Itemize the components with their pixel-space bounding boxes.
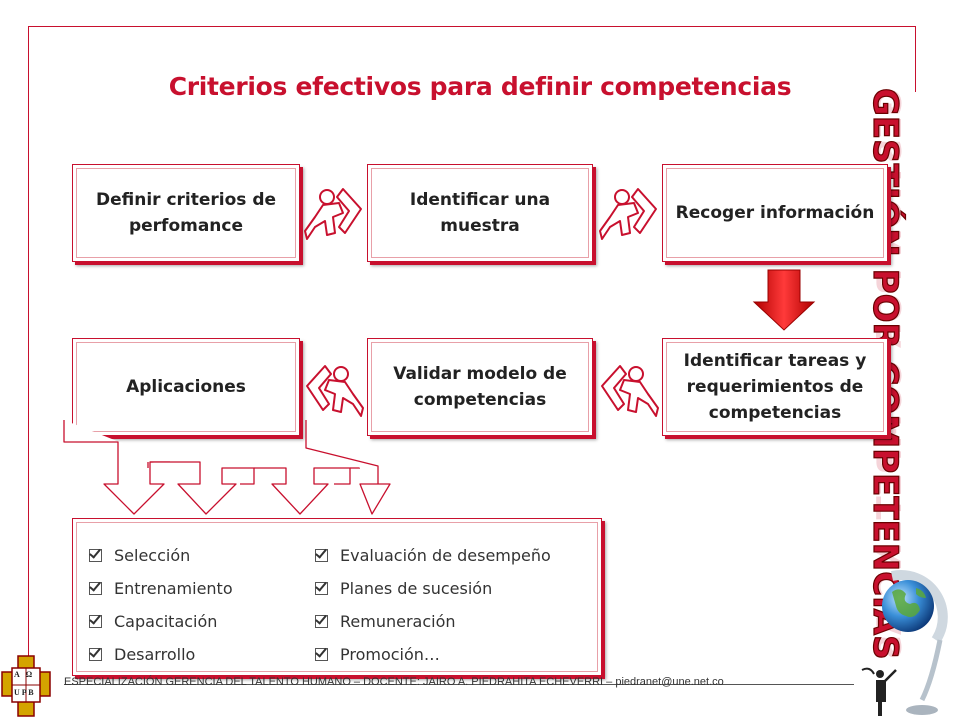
push-arrow-icon-1 [304,188,362,240]
box-definir-criterios: Definir criterios de perfomance [72,164,300,262]
box-recoger-informacion: Recoger información [662,164,888,262]
checkbox-icon [89,582,102,595]
down-arrow-icon [752,269,816,331]
globe-figure-icon [861,570,948,716]
push-arrow-icon-4 [601,365,659,417]
push-arrow-icon-3 [306,365,364,417]
box-label: Identificar una muestra [409,190,551,236]
box-validar-modelo: Validar modelo de competencias [367,338,593,436]
box-label: Definir criterios de perfomance [95,190,277,236]
frame-right-line [915,26,916,92]
list-item: Selección [89,539,233,572]
logo-letters-bottom: U P B [14,688,34,697]
box-identificar-muestra: Identificar una muestra [367,164,593,262]
list-item: Evaluación de desempeño [315,539,551,572]
list-item: Capacitación [89,605,233,638]
box-label: Validar modelo de competencias [393,364,567,410]
university-logo-icon [1,655,51,717]
applications-list-box: Selección Entrenamiento Capacitación Des… [72,518,602,676]
push-arrow-icon-2 [599,188,657,240]
box-label: Aplicaciones [126,377,246,397]
box-identificar-tareas: Identificar tareas y requerimientos de c… [662,338,888,436]
branch-connector [63,420,391,515]
list-column-left: Selección Entrenamiento Capacitación Des… [89,539,233,671]
page-title: Criterios efectivos para definir compete… [168,72,792,101]
checkbox-icon [315,648,328,661]
box-label: Recoger información [675,203,875,223]
list-item: Desarrollo [89,638,233,671]
list-item: Promoción… [315,638,551,671]
logo-letters-top: A Ω [14,670,33,679]
footer-text: ESPECIALIZACIÓN GERENCIA DEL TALENTO HUM… [64,676,724,688]
checkbox-icon [89,615,102,628]
checkbox-icon [315,615,328,628]
box-aplicaciones: Aplicaciones [72,338,300,436]
checkbox-icon [89,549,102,562]
list-item: Remuneración [315,605,551,638]
list-column-right: Evaluación de desempeño Planes de sucesi… [315,539,551,671]
frame-top-line [28,26,916,27]
checkbox-icon [89,648,102,661]
checkbox-icon [315,582,328,595]
checkbox-icon [315,549,328,562]
list-item: Entrenamiento [89,572,233,605]
list-item: Planes de sucesión [315,572,551,605]
box-label: Identificar tareas y requerimientos de c… [683,351,867,423]
frame-left-line [28,26,29,666]
